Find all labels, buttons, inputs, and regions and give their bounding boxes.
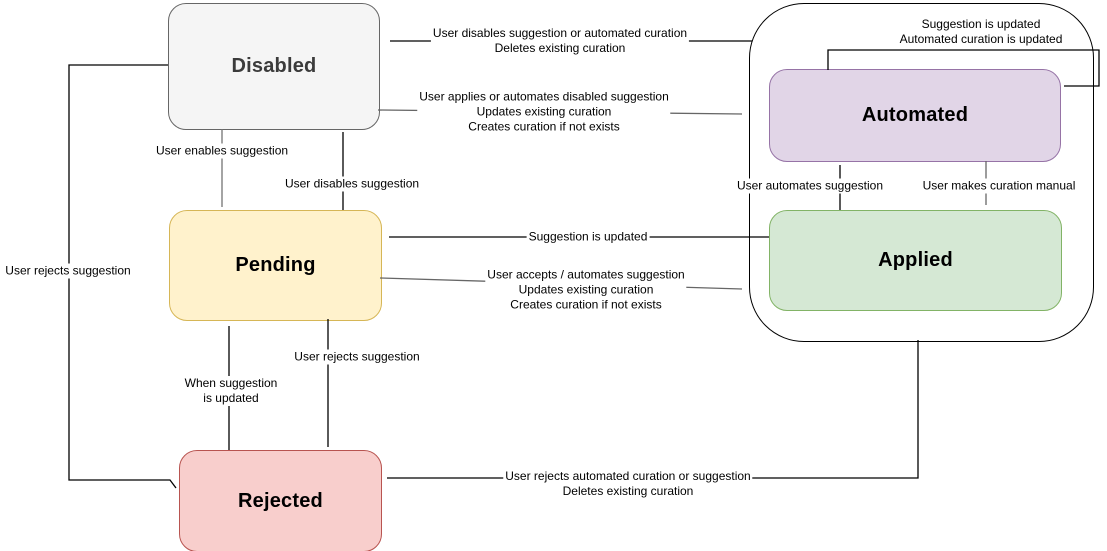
edge-label-line: User applies or automates disabled sugge… (419, 89, 669, 104)
edge-label-line: Creates curation if not exists (510, 297, 662, 312)
edge-label-line: Automated curation is updated (899, 32, 1063, 46)
edge-label-rejects-down: User rejects suggestion (292, 349, 422, 365)
edge-label-rejects-group: User rejects automated curation or sugge… (503, 469, 753, 499)
state-applied: Applied (769, 210, 1062, 311)
edge-label-line: User automates suggestion (736, 178, 884, 193)
state-automated: Automated (769, 69, 1061, 162)
edge-label-rejects-left: User rejects suggestion (3, 263, 133, 279)
edge-label-line: User accepts / automates suggestion (487, 267, 685, 282)
edge-label-line: User disables suggestion (284, 176, 420, 191)
state-label: Automated (861, 104, 969, 126)
edge-label-suggestion-updated: Suggestion is updated (526, 229, 650, 245)
state-rejected: Rejected (179, 450, 382, 551)
state-label: Disabled (231, 55, 317, 77)
edge-label-line: Deletes existing curation (494, 41, 626, 55)
edge-label-line: is updated (203, 391, 259, 405)
edge-label-automated-loop: Suggestion is updated Automated curation… (897, 17, 1065, 47)
edge-label-accepts: User accepts / automates suggestion Upda… (485, 267, 687, 313)
edge-label-line: When suggestion (184, 376, 278, 390)
edge-label-line: User makes curation manual (922, 178, 1076, 193)
state-label: Rejected (238, 489, 323, 512)
state-label: Applied (878, 249, 953, 271)
edge-group-to-rejected (387, 340, 919, 479)
edge-label-make-manual: User makes curation manual (920, 178, 1078, 194)
edge-label-line: Suggestion is updated (921, 17, 1041, 31)
edge-label-line: Deletes existing curation (562, 484, 694, 498)
state-label: Pending (235, 254, 316, 276)
edge-label-line: User disables suggestion or automated cu… (432, 26, 688, 40)
edge-label-line: Updates existing curation (518, 282, 654, 297)
edge-label-disables: User disables suggestion (282, 176, 422, 192)
edge-label-line: Creates curation if not exists (468, 119, 620, 134)
edge-label-when-updated: When suggestion is updated (182, 376, 280, 406)
edge-label-disable-from-group: User disables suggestion or automated cu… (430, 26, 690, 56)
edge-label-line: User rejects suggestion (5, 263, 131, 278)
edge-label-line: User enables suggestion (155, 143, 289, 158)
edge-label-line: User rejects automated curation or sugge… (505, 469, 751, 483)
state-disabled: Disabled (168, 3, 380, 130)
state-pending: Pending (169, 210, 382, 321)
edge-label-line: Updates existing curation (476, 104, 612, 119)
edge-label-apply-disabled: User applies or automates disabled sugge… (417, 89, 671, 135)
edge-label-line: Suggestion is updated (528, 229, 648, 244)
edge-label-enables: User enables suggestion (153, 143, 291, 159)
edge-label-automates: User automates suggestion (734, 178, 886, 194)
edge-label-line: User rejects suggestion (294, 349, 420, 364)
